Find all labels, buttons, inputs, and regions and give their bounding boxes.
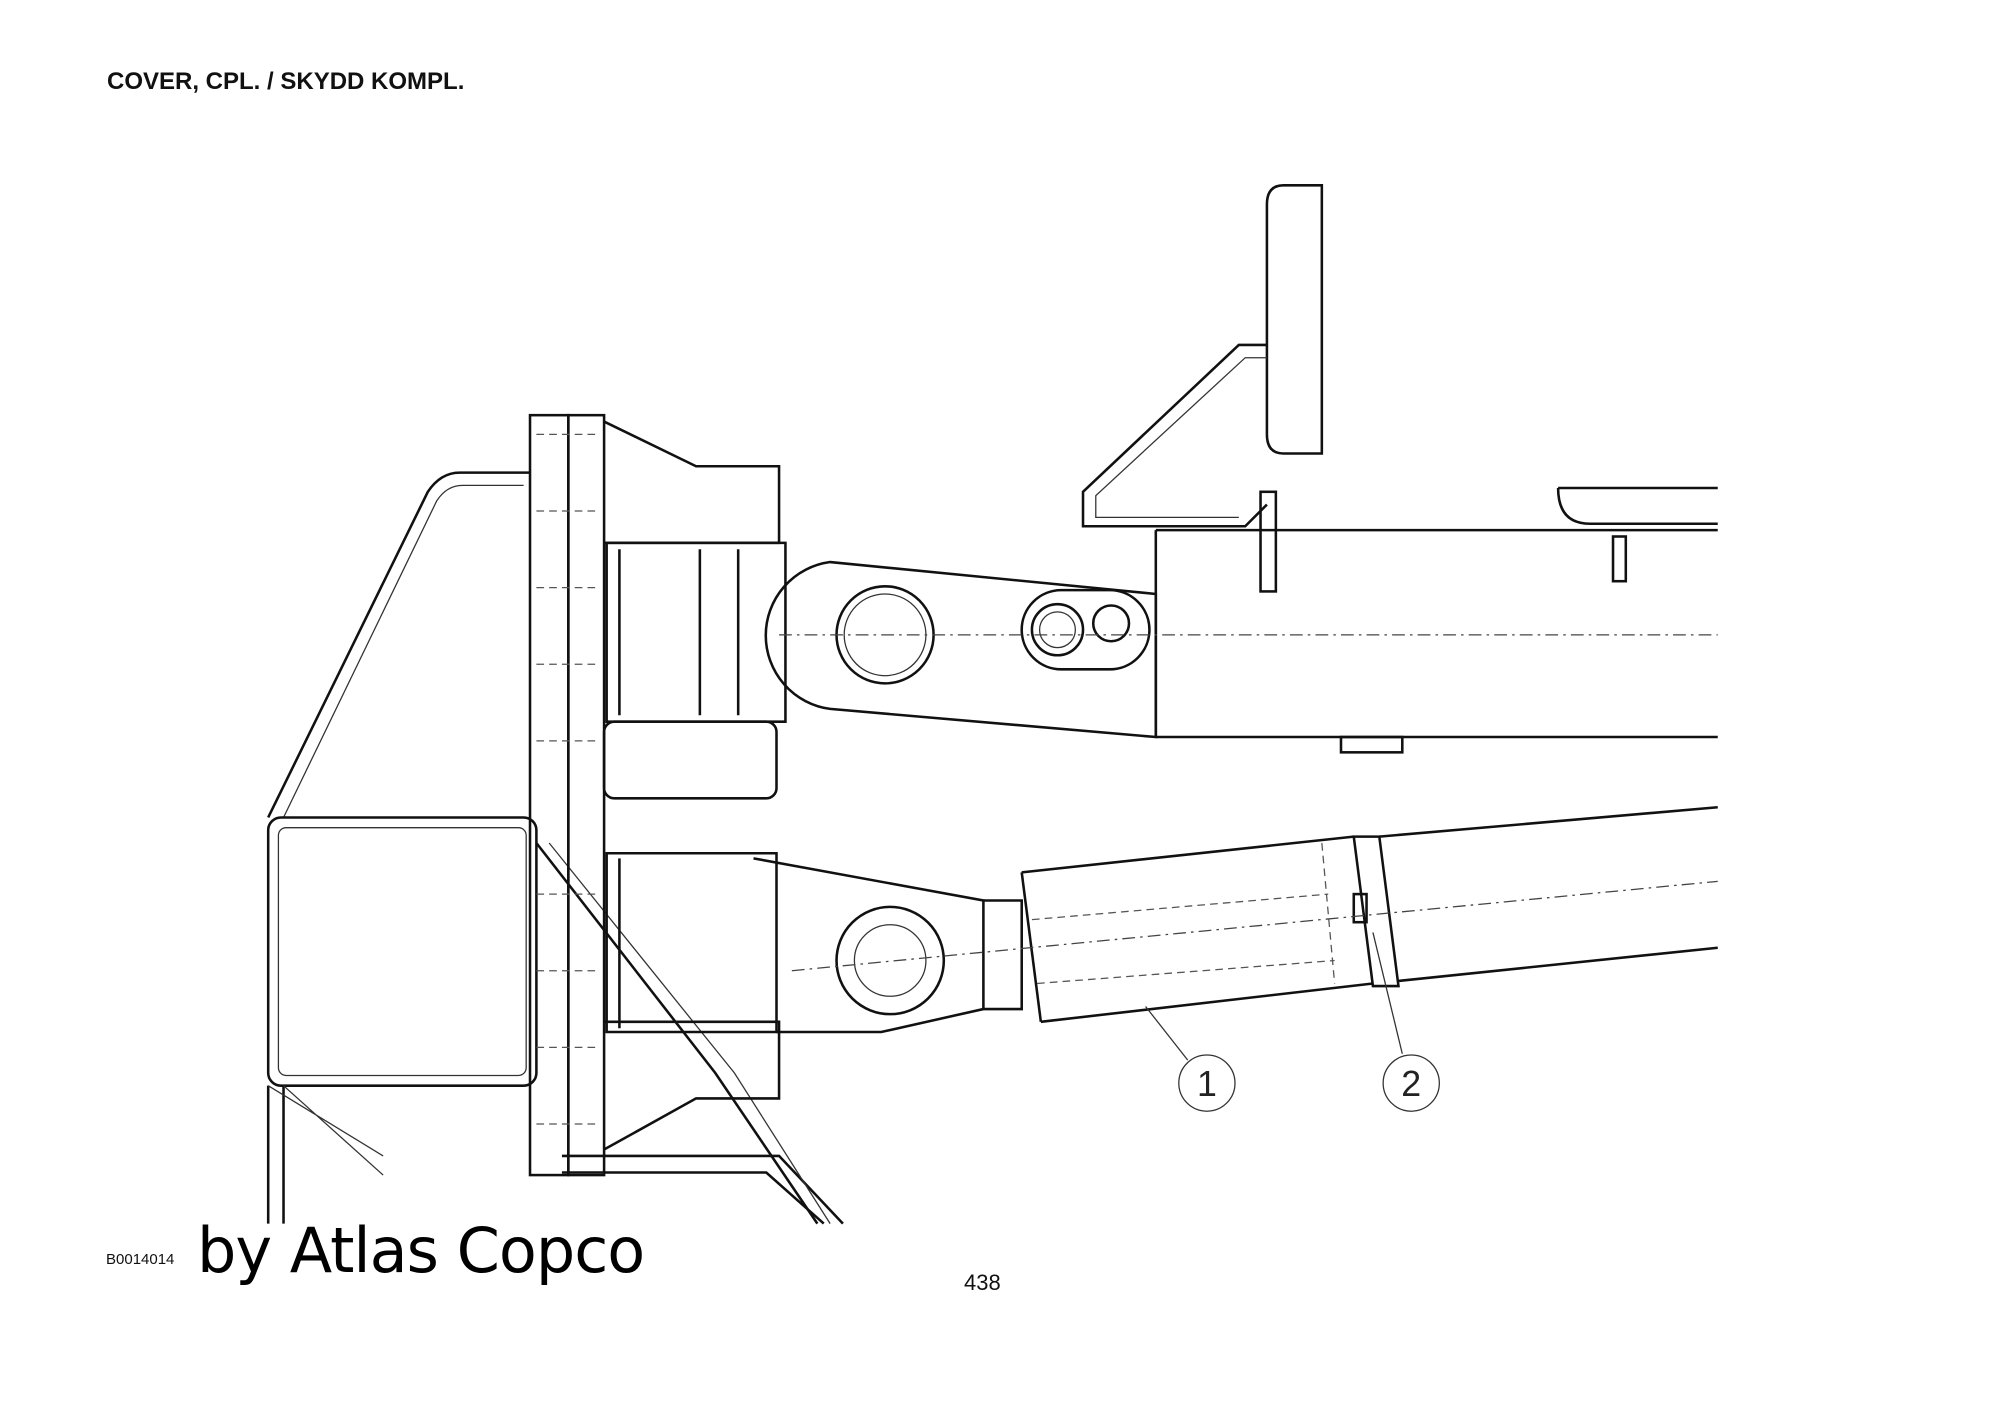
callout-2-label: 2	[1401, 1064, 1421, 1104]
page-number: 438	[964, 1270, 1001, 1295]
watermark: by Atlas Copco	[197, 1214, 645, 1287]
callout-1-label: 1	[1197, 1064, 1217, 1104]
upper-arm	[605, 528, 1718, 754]
mounting-flange	[528, 413, 781, 1177]
lower-arm-cylinder	[605, 805, 1718, 1034]
frame-structure	[266, 471, 844, 1225]
callout-2: 2	[1372, 932, 1440, 1112]
figure-code: B0014014	[106, 1251, 175, 1268]
handle	[1081, 184, 1718, 593]
callout-1: 1	[1145, 1006, 1236, 1112]
page-title: COVER, CPL. / SKYDD KOMPL.	[107, 68, 465, 95]
